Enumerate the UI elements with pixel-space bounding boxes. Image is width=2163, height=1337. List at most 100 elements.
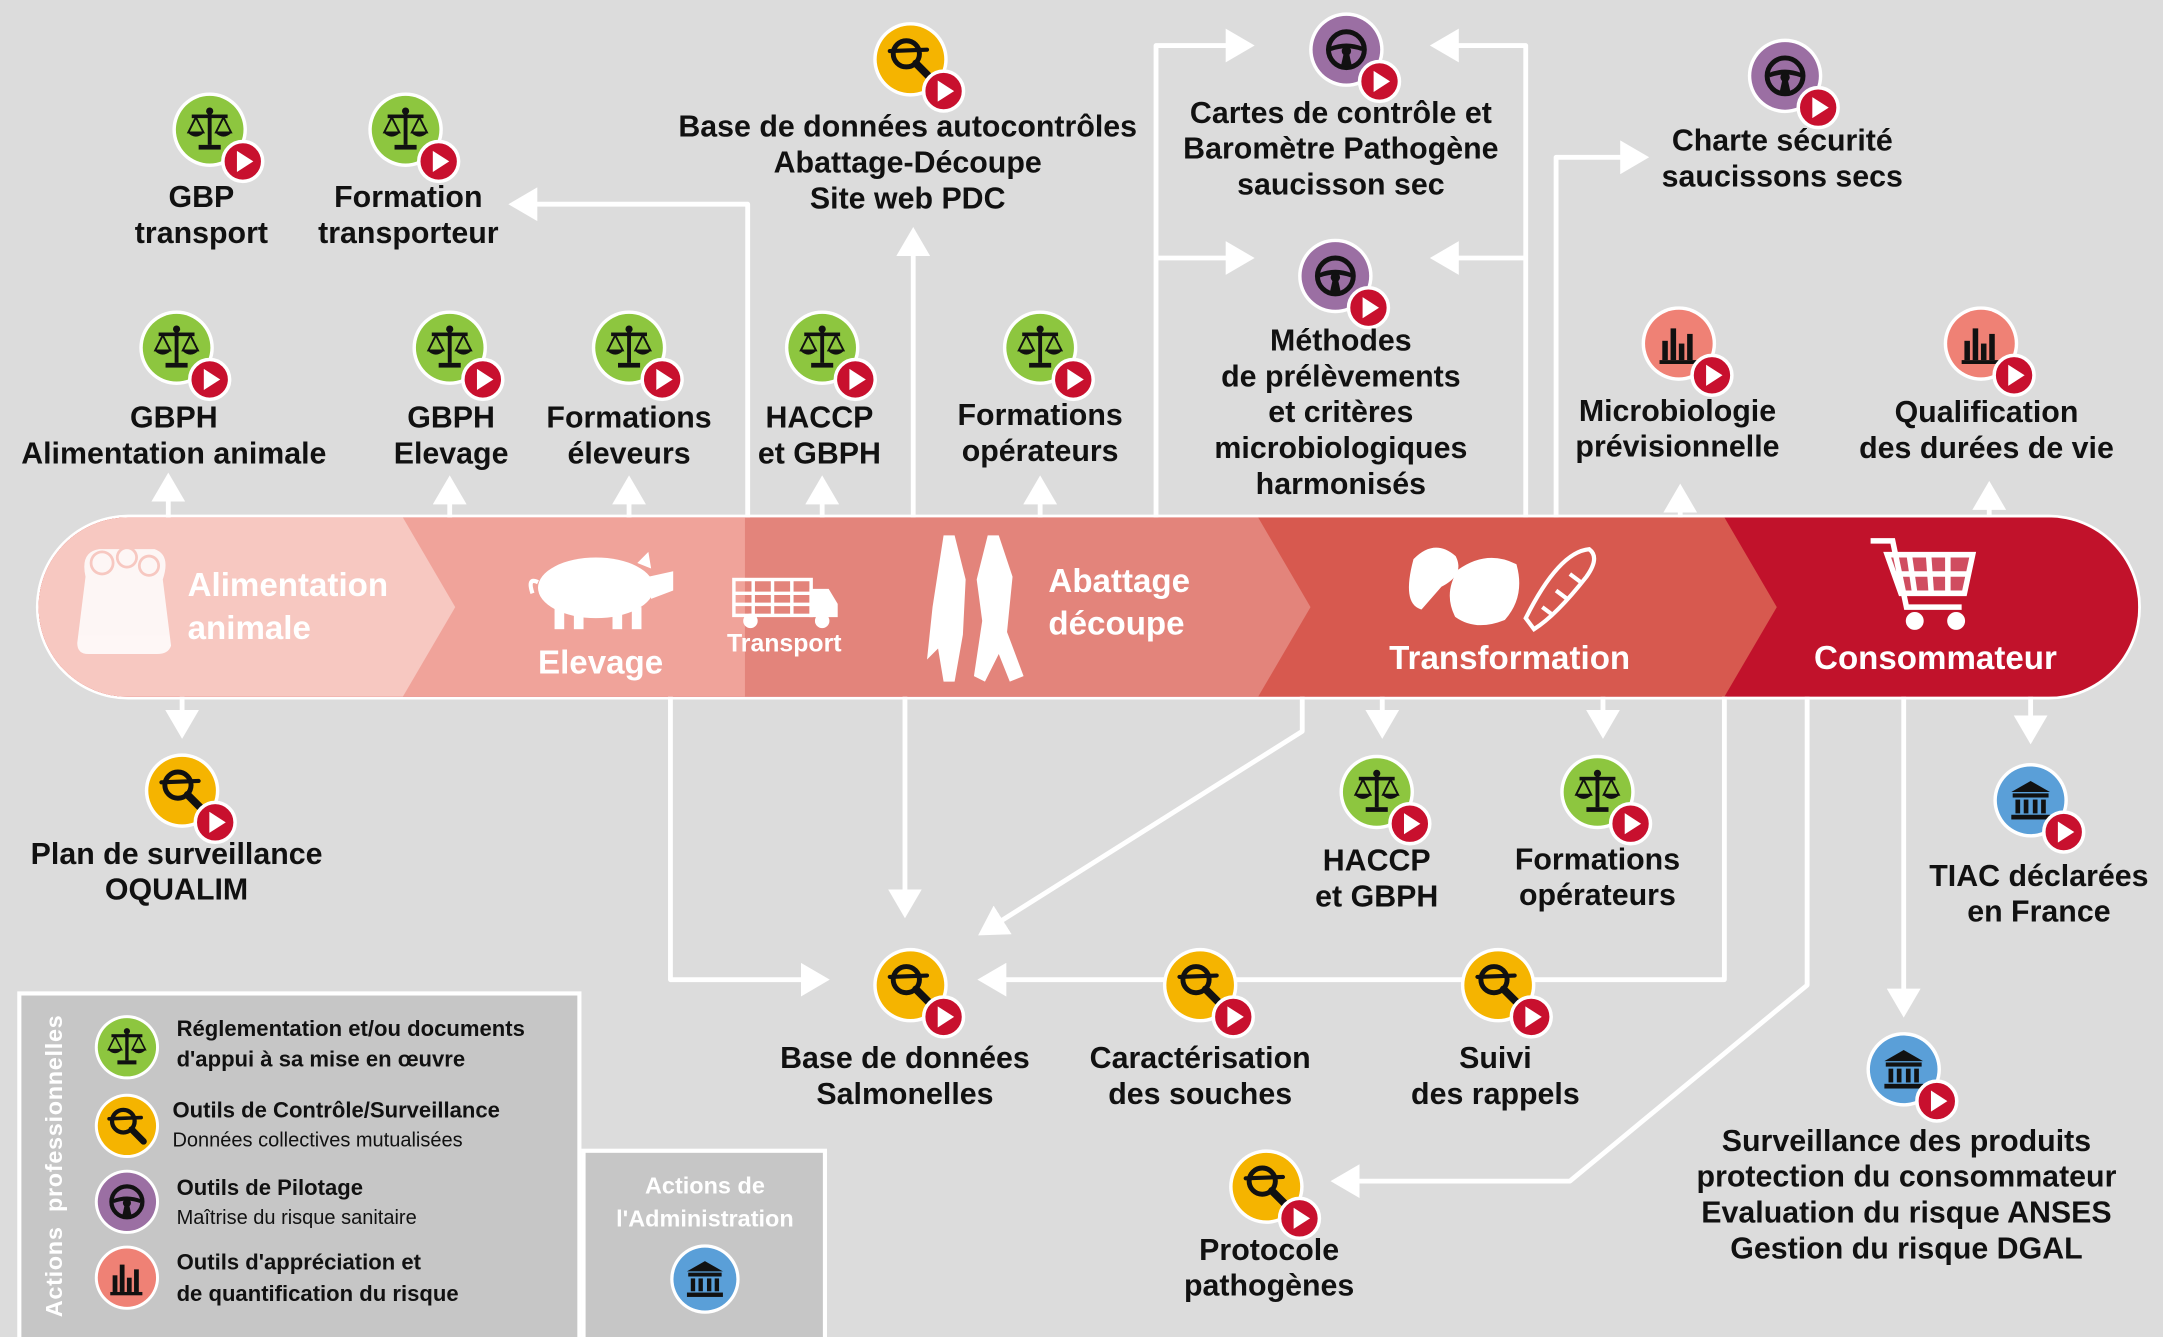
gbph-elevage-label-line: Elevage [393, 436, 509, 471]
suivi-rappels-magnifier-icon[interactable] [1458, 945, 1553, 1039]
surveillance-produits-label-line: Gestion du risque DGAL [1730, 1230, 2083, 1266]
legend-appreciation-title-2: de quantification du risque [176, 1283, 459, 1307]
tiac-building-icon[interactable] [1991, 760, 2086, 854]
formations-operateurs-abattage-label-line: Formations [957, 397, 1123, 432]
qualification-bars-icon[interactable] [1941, 304, 2036, 398]
formation-transporteur-label-line: transporteur [318, 215, 499, 250]
stage-transformation-label: Transformation [1389, 640, 1631, 678]
formations-eleveurs-scale-icon[interactable] [589, 308, 684, 402]
arrow-elevage-to-salmonelles [668, 696, 830, 997]
formations-eleveurs-label-line: éleveurs [567, 436, 691, 471]
legend-appreciation-icon [92, 1243, 161, 1312]
tiac-label-line: en France [1967, 894, 2111, 929]
pig-illustration [528, 551, 674, 630]
haccp-abattage-label-line: HACCP [765, 400, 874, 435]
legend-controle-icon [92, 1091, 161, 1160]
haccp-transformation-scale-icon[interactable] [1337, 752, 1432, 846]
plan-surveillance-magnifier-icon[interactable] [142, 751, 237, 845]
formation-transporteur-label-line: Formation [334, 179, 483, 214]
legend-pilotage-title: Outils de Pilotage [176, 1176, 364, 1201]
microbiologie-bars-icon[interactable] [1639, 304, 1734, 398]
stage-transport-label: Transport [726, 629, 842, 657]
legend-controle-subtitle: Données collectives mutualisées [172, 1130, 463, 1153]
methodes-prelevements-label-line: harmonisés [1255, 466, 1427, 501]
methodes-prelevements-label-line: et critères [1268, 394, 1414, 430]
legend-pilotage-subtitle: Maîtrise du risque sanitaire [176, 1207, 417, 1230]
microbiologie-label-line: Microbiologie [1578, 393, 1777, 428]
connectors [151, 28, 2048, 1199]
stage-elevage-label: Elevage [538, 644, 664, 682]
caracterisation-magnifier-icon[interactable] [1160, 945, 1255, 1039]
arrow-transformation-to-salmonelles [978, 696, 1305, 936]
caracterisation-label-line: des souches [1108, 1076, 1293, 1111]
methodes-prelevements-label-line: Méthodes [1270, 322, 1412, 358]
haccp-abattage-scale-icon[interactable] [782, 308, 877, 402]
base-autocontroles-label-line: Site web PDC [809, 180, 1006, 216]
plan-surveillance-label-line: Plan de surveillance [30, 836, 323, 871]
gbph-elevage-scale-icon[interactable] [410, 308, 505, 402]
protocole-magnifier-icon[interactable] [1226, 1147, 1322, 1241]
formations-operateurs-transformation-scale-icon[interactable] [1557, 752, 1653, 846]
formations-operateurs-abattage-scale-icon[interactable] [1000, 308, 1095, 402]
legend-administration-title: Actions de l'Administration [616, 1172, 794, 1233]
qualification-label-line: Qualification [1894, 394, 2079, 430]
legend-reglementation-title-1: Réglementation et/ou documents [176, 1018, 525, 1042]
formations-operateurs-transformation-label-line: Formations [1514, 841, 1681, 877]
surveillance-produits-label-line: Evaluation du risque ANSES [1701, 1194, 2112, 1230]
surveillance-produits-building-icon[interactable] [1864, 1029, 1959, 1123]
qualification-label-line: des durées de vie [1859, 430, 2114, 465]
methodes-prelevements-label-line: de prélèvements [1221, 358, 1461, 394]
value-chain-band [35, 514, 2141, 700]
methodes-prelevements-wheel-icon[interactable] [1295, 236, 1391, 330]
bracket-right-pilotage [1429, 28, 1529, 518]
gbp-transport-label-line: transport [134, 215, 269, 250]
legend-administration-building-icon [668, 1242, 742, 1317]
gbph-alimentation-label-line: Alimentation animale [21, 436, 327, 471]
cartes-controle-label-line: Baromètre Pathogène [1183, 131, 1499, 166]
base-autocontroles-label-line: Abattage-Découpe [773, 144, 1042, 180]
microbiologie-label-line: prévisionnelle [1575, 429, 1780, 464]
base-autocontroles-magnifier-icon[interactable] [870, 19, 966, 113]
legend-controle-title: Outils de Contrôle/Surveillance [172, 1099, 500, 1124]
formations-eleveurs-label-line: Formations [546, 400, 712, 435]
formation-transporteur-scale-icon[interactable] [366, 90, 461, 184]
charte-securite-wheel-icon[interactable] [1745, 36, 1840, 130]
cartes-controle-wheel-icon[interactable] [1306, 10, 1402, 104]
plan-surveillance-label-line: OQUALIM [104, 872, 249, 907]
gbp-transport-scale-icon[interactable] [170, 90, 265, 184]
gbph-alimentation-scale-icon[interactable] [137, 308, 232, 402]
legend-pilotage-icon [92, 1167, 161, 1236]
formations-operateurs-abattage-label-line: opérateurs [961, 433, 1119, 468]
base-salmonelles-label-line: Base de données [780, 1040, 1030, 1075]
base-salmonelles-magnifier-icon[interactable] [870, 945, 966, 1039]
haccp-transformation-label-line: HACCP [1322, 843, 1431, 878]
charte-securite-label-line: Charte sécurité [1671, 122, 1893, 158]
arrow-to-formation-transporteur [508, 187, 751, 518]
carcass-illustration [927, 535, 1024, 682]
legend-side-title: Actions professionnelles [41, 1014, 68, 1318]
base-autocontroles-label-line: Base de données autocontrôles [678, 109, 1138, 144]
truck-illustration [732, 577, 838, 629]
charcuterie-illustration [1408, 547, 1597, 632]
gbph-elevage-label-line: GBPH [407, 400, 495, 435]
methodes-prelevements-label-line: microbiologiques [1214, 430, 1468, 465]
